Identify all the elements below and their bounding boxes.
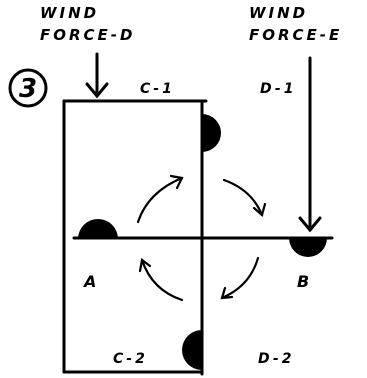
wind-force-e-arrow bbox=[298, 56, 322, 233]
step-number-badge: 3 bbox=[8, 68, 48, 108]
rotation-arrow-top-right bbox=[222, 178, 267, 217]
quadrant-label-c1: C-1 bbox=[140, 81, 175, 97]
quadrant-label-c2: C-2 bbox=[113, 351, 148, 367]
wind-force-e-label-line2: FORCE-E bbox=[249, 26, 342, 44]
wind-force-e-label-line1: WIND bbox=[249, 4, 308, 22]
panel-outline bbox=[62, 99, 208, 374]
wind-force-d-label-line1: WIND bbox=[40, 4, 99, 22]
wind-force-d-arrow bbox=[85, 52, 109, 99]
hinge-top-half-circle bbox=[202, 114, 221, 152]
hinge-bottom-half-circle bbox=[182, 330, 202, 370]
point-label-a: A bbox=[82, 272, 96, 291]
point-label-b: B bbox=[297, 272, 309, 291]
step-number-circle bbox=[8, 68, 48, 108]
rotation-arrow-top-left bbox=[136, 174, 184, 224]
quadrant-label-d2: D-2 bbox=[258, 351, 294, 367]
hinge-a-half-circle bbox=[78, 219, 118, 239]
quadrant-label-d1: D-1 bbox=[260, 81, 296, 97]
hinge-b-half-circle bbox=[289, 238, 327, 257]
step-number: 3 bbox=[19, 74, 37, 104]
rotation-arrow-bottom-left bbox=[138, 258, 184, 302]
rotation-arrow-bottom-right bbox=[220, 256, 260, 300]
wind-force-d-label-line2: FORCE-D bbox=[40, 26, 135, 44]
